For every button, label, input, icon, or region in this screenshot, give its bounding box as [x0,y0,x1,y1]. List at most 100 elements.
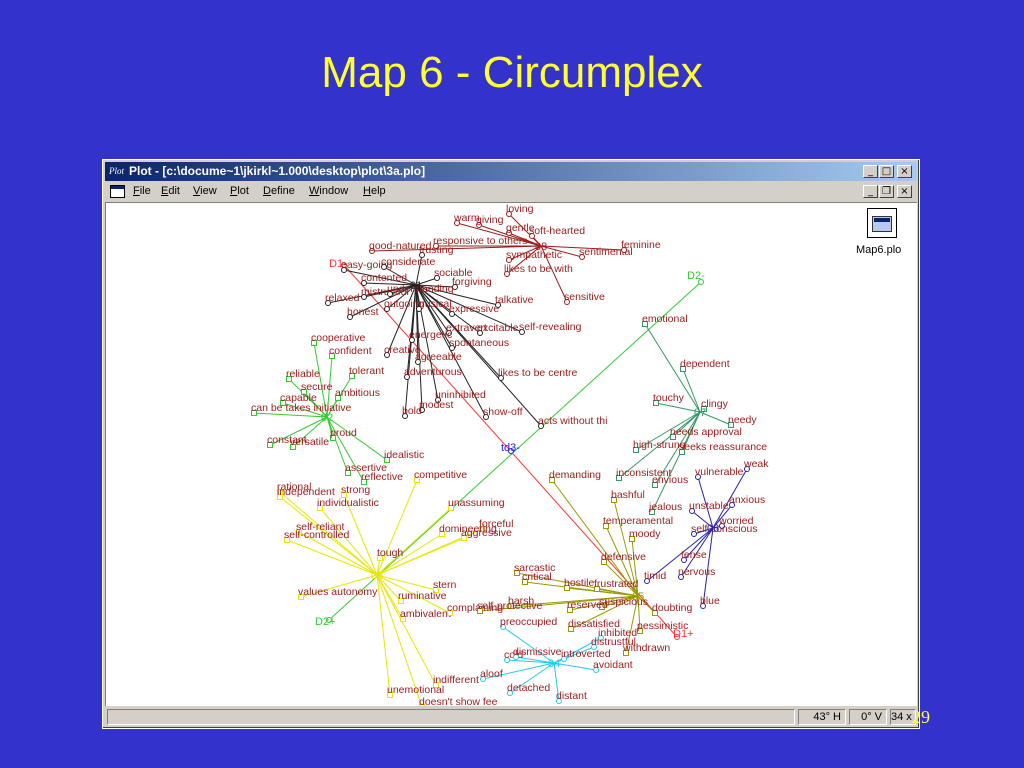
cluster-label-02: 02 [321,412,333,424]
spoke-06 [680,527,714,578]
point-tense [681,557,687,563]
label-ambivalent: ambivalent [400,608,451,620]
point-loving [506,211,512,217]
status-v: 0° V [849,709,887,725]
menu-define[interactable]: Define [263,185,295,197]
cluster-label-07: 07 [694,407,706,419]
child-close-button[interactable]: × [897,185,912,198]
label-reliable: reliable [286,368,320,380]
window-title: Plot - [c:\docume~1\jkirkl~1.000\desktop… [129,164,426,178]
label-temperamental: temperamental [603,515,673,527]
spoke-08 [456,222,542,247]
label-frustrated: frustrated [594,578,639,590]
spoke-05 [637,595,641,632]
plo-file-icon[interactable] [867,208,897,238]
cluster-label-05: 05 [632,591,644,603]
spoke-03 [376,479,418,576]
point-unemotional [387,692,393,698]
label-excitable: excitable [477,322,519,334]
label-competitive: competitive [414,469,467,481]
spoke-06 [646,527,714,582]
spoke-01 [415,284,423,411]
label-independent: independent [277,486,335,498]
label-high-strung: high-strung [633,439,686,451]
menu-edit[interactable]: Edit [161,185,180,197]
point-touchy [653,400,659,406]
point-defensive [601,559,607,565]
point-aloof [480,676,486,682]
label-adventurous: adventurous [404,366,462,378]
child-minimize-button[interactable]: _ [863,185,878,198]
point-cooperative [311,340,317,346]
window-titlebar[interactable]: Plot Plot - [c:\docume~1\jkirkl~1.000\de… [105,162,917,181]
point-nervous [678,574,684,580]
point-uninhibited [435,397,441,403]
label-tense: tense [681,549,707,561]
spoke-04 [502,626,555,664]
point-independent [277,494,283,500]
spoke-03 [376,574,423,706]
spoke-02 [303,391,328,418]
label-can-be-takes-initiative: can be takes initiative [251,402,352,414]
spoke-01 [415,284,439,401]
menu-file[interactable]: File [133,185,151,197]
status-x: 34 x [890,709,916,725]
child-restore-button[interactable]: ❐ [879,185,894,198]
label-suspicious: suspicious [599,596,648,608]
document-icon[interactable] [110,185,125,198]
spoke-01 [415,277,438,286]
cluster-label-06: 06 [707,523,719,535]
spoke-03 [298,531,378,576]
menu-view[interactable]: View [193,185,217,197]
close-button[interactable]: × [897,165,912,178]
label-doesn-t-show-fee: doesn't show fee [419,696,498,706]
point-mistrustful [361,294,367,300]
menu-window[interactable]: Window [309,185,349,197]
point-sentimental [579,254,585,260]
axis-label-d2: D2+ [315,616,336,628]
spoke-03 [279,491,378,576]
label-self-reliant: self-reliant [296,521,345,533]
point-self-conscious [691,531,697,537]
point-self-protective [477,608,483,614]
point-dismissive [513,654,519,660]
spoke-04 [553,662,597,671]
spoke-01 [415,284,450,334]
spoke-07 [618,411,701,479]
maximize-button[interactable]: □ [879,165,894,178]
label-defensive: defensive [601,551,646,563]
menu-plot[interactable]: Plot [230,185,249,197]
label-spontaneous: spontaneous [449,337,509,349]
point-honest [347,314,353,320]
label-sensitive: sensitive [564,291,605,303]
point-competitive [414,477,420,483]
spoke-01 [389,284,417,295]
point-trusting [419,252,425,258]
label-seeks-reassurance: seeks reassurance [679,441,767,453]
spoke-04 [506,659,555,664]
point-energetic [409,337,415,343]
menu-help[interactable]: Help [363,185,386,197]
point-outgoing [384,306,390,312]
point-distant [556,698,562,704]
point-detached [507,690,513,696]
minimize-button[interactable]: _ [863,165,878,178]
label-outgoing: outgoing [384,298,424,310]
label-distrustful: distrustful [591,636,636,648]
point-complaining [447,610,453,616]
label-sarcastic: sarcastic [514,562,555,574]
point-ruminative [398,598,404,604]
axis-label-d1: D1- [329,258,347,270]
label-self-conscious: self-conscious [691,523,758,535]
label-moody: moody [629,528,661,540]
point-extravert [446,330,452,336]
label-feminine: feminine [621,239,661,251]
point-modest [419,407,425,413]
axis-endpoint-td3 [508,448,514,454]
axis-d2 [328,281,702,621]
label-versatile: versatile [290,436,329,448]
point-self-reliant [296,529,302,535]
point-needs-approval [670,434,676,440]
point-likes-to-be-with [504,271,510,277]
